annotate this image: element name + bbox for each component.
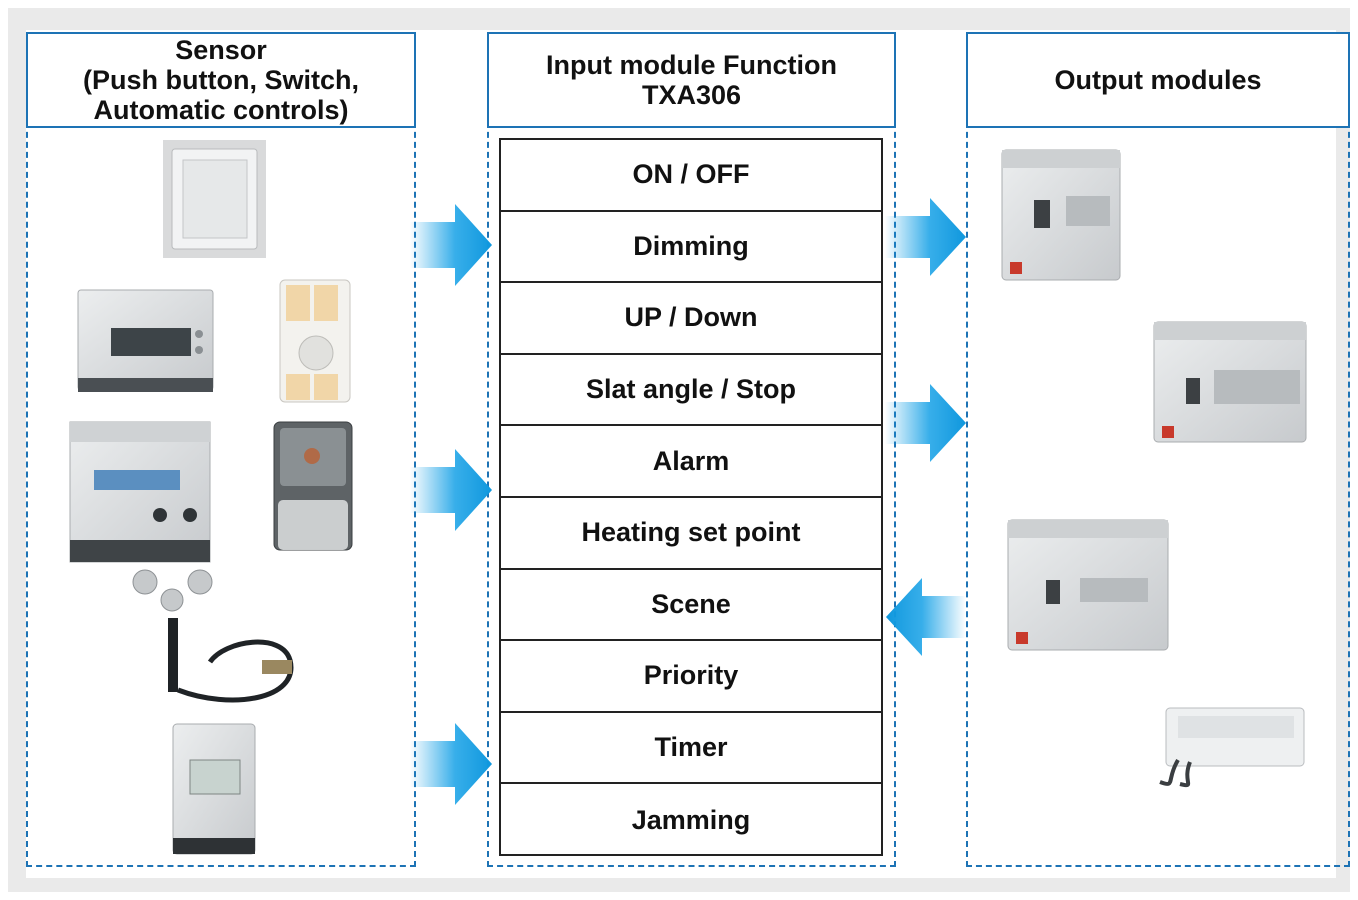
function-item-heating-set-point: Heating set point: [501, 498, 881, 570]
sensor-title-line1: Sensor: [175, 35, 267, 65]
anemometer-icon: [132, 569, 294, 703]
sensor-column-header: Sensor (Push button, Switch, Automatic c…: [26, 32, 416, 128]
arrow-right-icon: [410, 204, 492, 286]
arrow-right-icon: [410, 723, 492, 805]
heating-actuator-icon: [1159, 707, 1305, 788]
function-item-slat-angle-stop: Slat angle / Stop: [501, 355, 881, 427]
sensor-title-line3: Automatic controls): [93, 95, 349, 125]
function-item-up-down: UP / Down: [501, 283, 881, 355]
sensor-column: Sensor (Push button, Switch, Automatic c…: [26, 32, 416, 867]
output-modules-column: Output modules: [966, 32, 1350, 867]
function-item-on-off: ON / OFF: [501, 140, 881, 212]
input-title-line1: Input module Function: [546, 50, 837, 80]
digital-timer-icon: [172, 723, 256, 855]
arrow-right-icon: [885, 198, 966, 276]
input-column-header: Input module Function TXA306: [487, 32, 896, 128]
arrow-left-icon: [886, 578, 966, 656]
lcd-controller-icon: [77, 289, 214, 392]
arrow-right-icon: [885, 384, 966, 462]
sensor-title-line2: (Push button, Switch,: [83, 65, 359, 95]
function-item-priority: Priority: [501, 641, 881, 713]
input-title-line2: TXA306: [641, 80, 742, 110]
twilight-switch-icon: [69, 421, 211, 563]
light-sensor-icon: [279, 279, 351, 403]
output-column-header: Output modules: [966, 32, 1350, 128]
input-module-column: Input module Function TXA306: [487, 32, 896, 867]
brightness-sensor-icon: [273, 421, 353, 551]
output-title: Output modules: [1054, 65, 1262, 95]
function-item-alarm: Alarm: [501, 426, 881, 498]
function-item-jamming: Jamming: [631, 804, 751, 835]
function-list: ON / OFF Dimming UP / Down Slat angle / …: [499, 138, 883, 856]
function-item-dimming: Dimming: [501, 212, 881, 284]
output-module-8ch-icon: [1153, 321, 1307, 443]
output-module-4ch-icon: [1001, 149, 1121, 281]
function-item-timer: Timer: [501, 713, 881, 785]
arrow-right-icon: [410, 449, 492, 531]
output-module-dimmer-icon: [1007, 519, 1169, 651]
function-item-scene: Scene: [501, 570, 881, 642]
push-button-switch-icon: [163, 140, 266, 258]
